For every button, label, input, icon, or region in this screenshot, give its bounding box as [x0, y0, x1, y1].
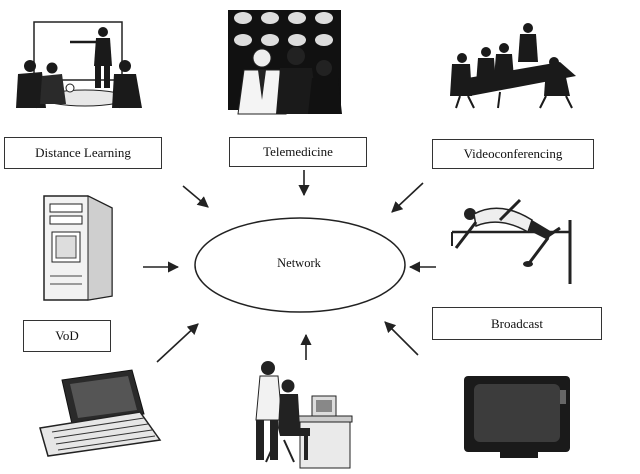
- arrow-from-vod: [156, 323, 199, 363]
- classroom-presentation-icon: [16, 21, 142, 109]
- server-tower-icon: [43, 195, 113, 301]
- telemedicine-label: Telemedicine: [229, 137, 367, 167]
- meeting-table-icon: [450, 23, 576, 109]
- arrow-from-distance-learning: [182, 185, 209, 208]
- doctors-xray-icon: [228, 10, 342, 115]
- high-jump-athlete-icon: [451, 198, 572, 284]
- laptop-computer-icon: [39, 369, 162, 457]
- distance-learning-label: Distance Learning: [4, 137, 162, 169]
- videoconferencing-label: Videoconferencing: [432, 139, 594, 169]
- arrow-from-videoconferencing: [391, 182, 424, 213]
- vod-label: VoD: [23, 320, 111, 352]
- network-label: Network: [277, 256, 321, 270]
- television-icon: [464, 376, 570, 458]
- broadcast-label: Broadcast: [432, 307, 602, 340]
- network-ellipse: [194, 217, 406, 313]
- arrow-from-broadcast: [384, 321, 419, 356]
- computer-workstation-icon: [255, 361, 353, 469]
